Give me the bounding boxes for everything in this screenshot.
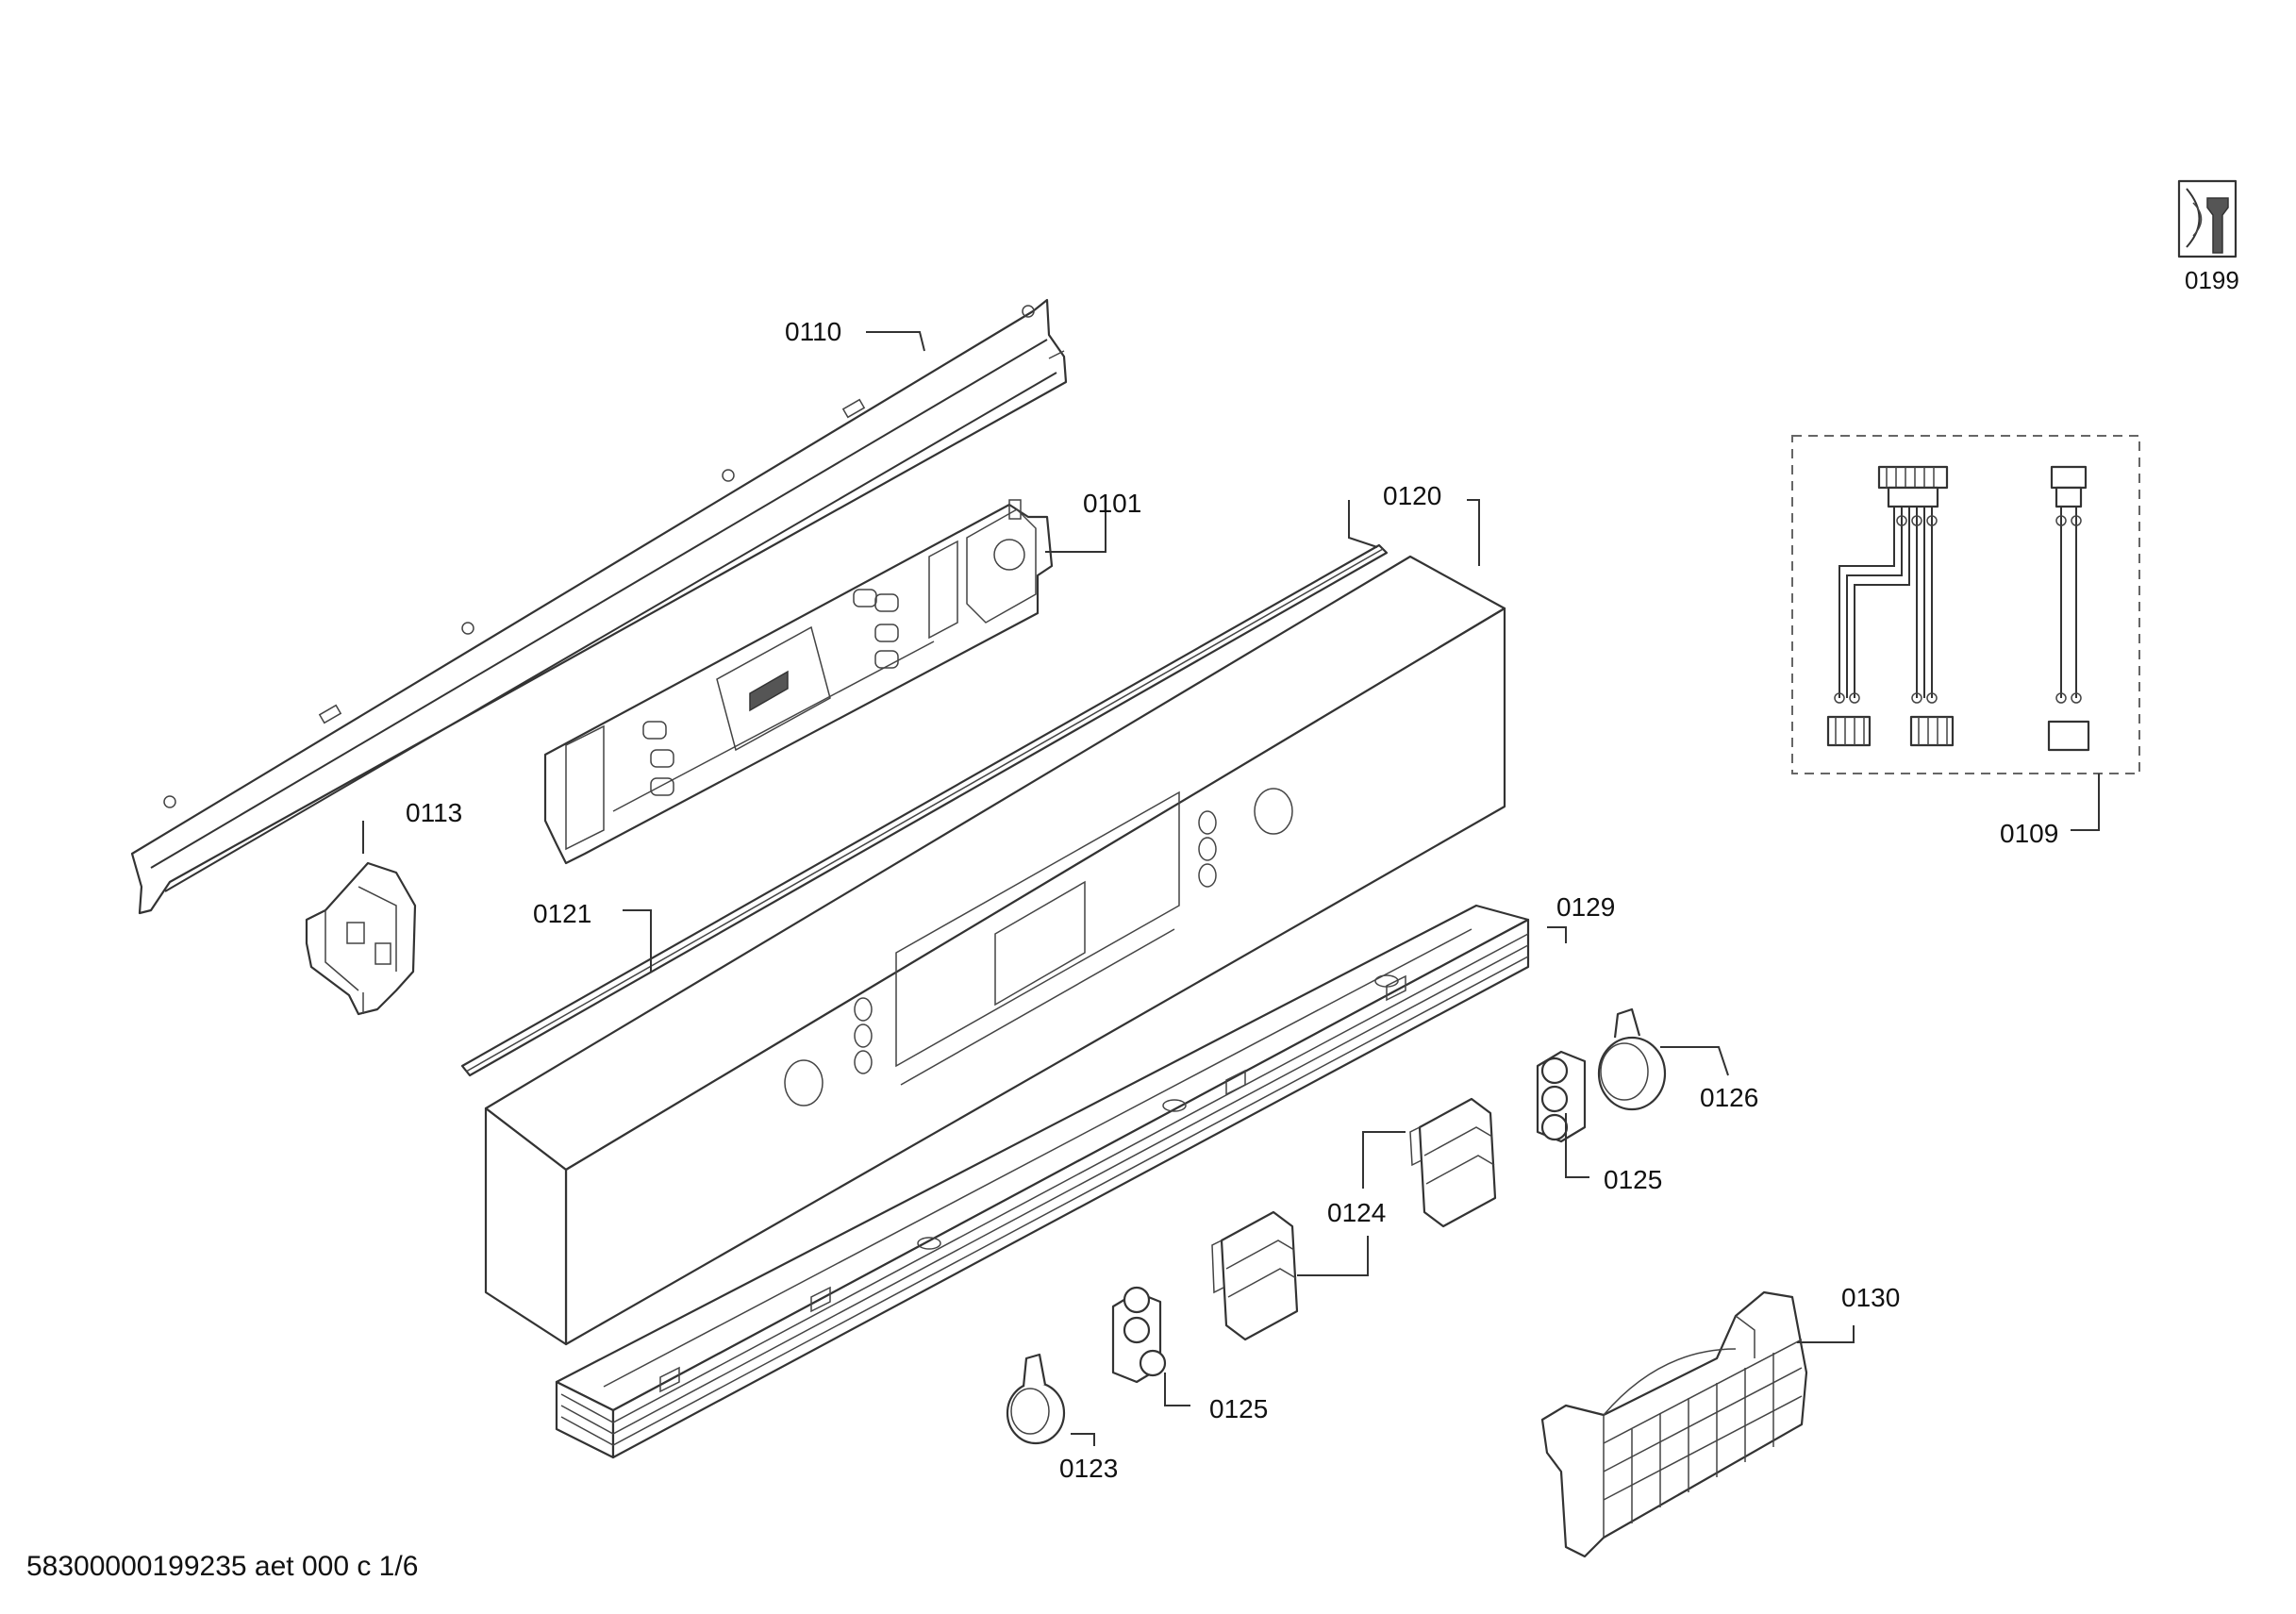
part-0129-trim-rail [555,904,1530,1459]
part-0125-buttons-lower [1111,1286,1167,1384]
leader-lines [362,331,2100,1446]
part-0120-fascia-panel [484,555,1506,1346]
part-0109-wiring-harness [1791,435,2140,774]
callout-0199: 0199 [2185,266,2239,294]
callout-0125-lower: 0125 [1209,1394,1269,1423]
wrench-service-icon [2177,179,2238,258]
callout-0126: 0126 [1700,1083,1759,1112]
part-0110-rail [130,298,1068,915]
callout-0109: 0109 [2000,819,2059,848]
part-0121-seal-strip [460,543,1389,1077]
part-0130-connector-bracket [1540,1290,1808,1558]
callout-0113: 0113 [406,798,463,827]
part-0123-knob [1006,1353,1066,1445]
callout-0130: 0130 [1841,1283,1901,1312]
part-0124-button-strip-lower [1211,1210,1299,1341]
callout-0129: 0129 [1556,892,1616,922]
callout-0101: 0101 [1083,489,1142,518]
callout-0123: 0123 [1059,1454,1119,1483]
callout-0121: 0121 [533,899,592,928]
part-0101-control-module [543,499,1054,865]
part-0126-knob [1597,1007,1667,1111]
document-footer-code: 58300000199235 aet 000 c 1/6 [26,1551,419,1582]
callout-0110: 0110 [785,317,842,346]
callout-0124: 0124 [1327,1198,1387,1227]
callout-0120: 0120 [1383,481,1442,510]
callout-0125-upper: 0125 [1604,1165,1663,1194]
part-0125-buttons-upper [1536,1050,1587,1143]
part-0124-button-strip-upper [1409,1097,1497,1228]
part-0113-bracket [305,861,417,1016]
